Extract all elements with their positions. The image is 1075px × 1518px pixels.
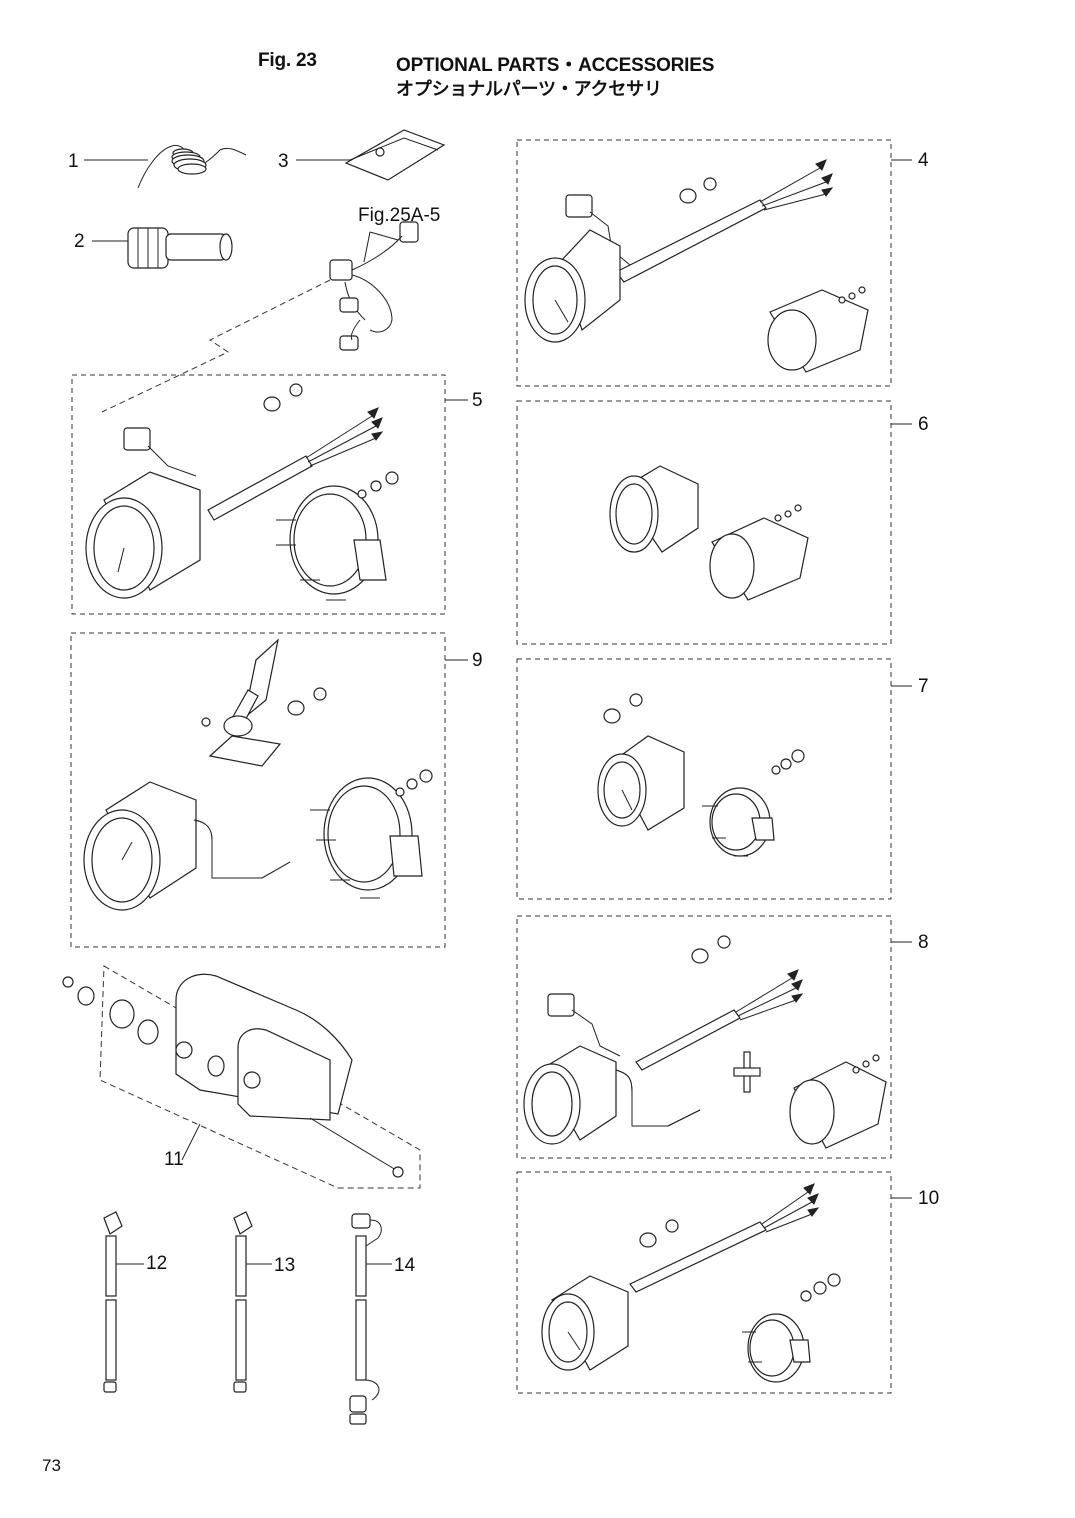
assembly-box-4: [516, 139, 912, 387]
callout-2: 2: [74, 231, 85, 252]
callout-12: 12: [146, 1253, 168, 1274]
callout-8: 8: [918, 932, 929, 953]
assembly-box-6: [516, 400, 912, 645]
callout-1: 1: [68, 151, 79, 172]
assembly-box-5: [71, 374, 468, 615]
part-1-coil: [84, 144, 247, 189]
assembly-box-8: [516, 915, 912, 1159]
callout-5: 5: [472, 390, 483, 411]
assembly-box-9: [70, 632, 468, 948]
part-12-lead: [103, 1211, 144, 1393]
callout-6: 6: [918, 414, 929, 435]
part-2-fitting: [92, 227, 233, 269]
reference-label: Fig.25A-5: [358, 205, 441, 226]
callout-11: 11: [164, 1149, 184, 1170]
part-11-assembly: [62, 965, 421, 1189]
part-14-lead: [349, 1213, 392, 1425]
callout-14: 14: [394, 1255, 416, 1276]
assembly-box-10: [516, 1171, 912, 1394]
page-number: 73: [42, 1456, 61, 1475]
callout-9: 9: [472, 650, 483, 671]
figure-title: OPTIONAL PARTS・ACCESSORIES: [396, 55, 715, 76]
part-13-lead: [233, 1211, 272, 1393]
figure-title-japanese: オプショナルパーツ・アクセサリ: [396, 79, 662, 99]
callout-4: 4: [918, 150, 929, 171]
assembly-box-7: [516, 658, 912, 900]
part-3-pouch: [296, 129, 446, 181]
reference-harness: [101, 221, 419, 413]
callout-7: 7: [918, 676, 929, 697]
callout-3: 3: [278, 151, 289, 172]
callout-10: 10: [918, 1188, 940, 1209]
callout-13: 13: [274, 1255, 296, 1276]
figure-number: Fig. 23: [258, 50, 317, 71]
